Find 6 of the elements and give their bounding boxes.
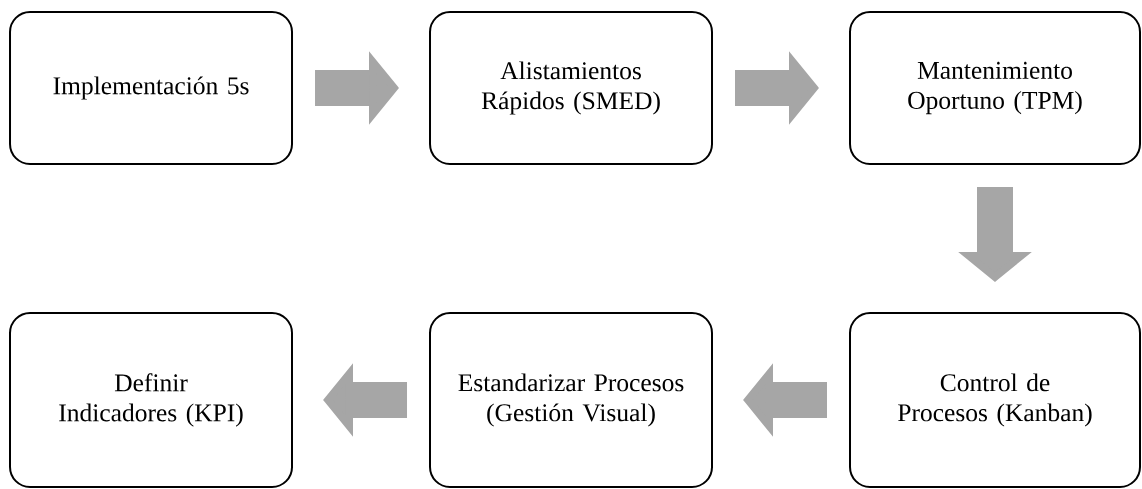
process-box: Mantenimiento Oportuno (TPM) [849, 11, 1141, 165]
process-box: Definir Indicadores (KPI) [9, 312, 293, 488]
process-box: Control de Procesos (Kanban) [849, 312, 1141, 488]
process-box: Implementación 5s [9, 11, 293, 165]
process-box: Alistamientos Rápidos (SMED) [429, 11, 713, 165]
process-box: Estandarizar Procesos (Gestión Visual) [429, 312, 713, 488]
